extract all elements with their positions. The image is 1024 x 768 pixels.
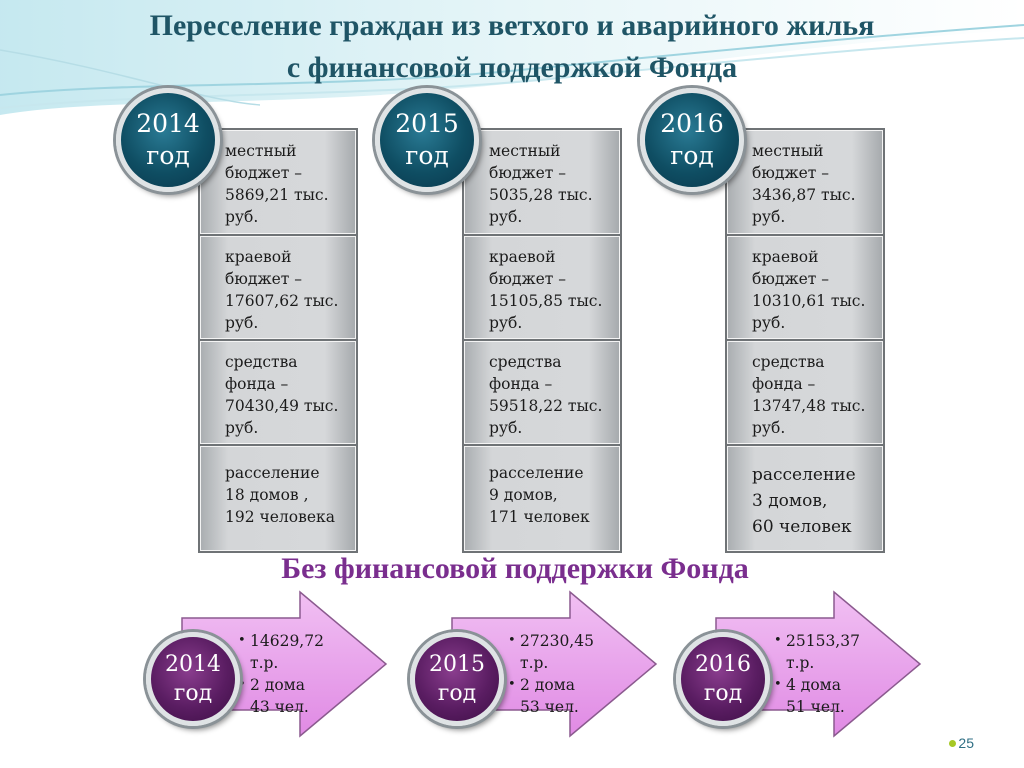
- slide-title-line2: с финансовой поддержкой Фонда: [286, 51, 738, 84]
- arrow-text-2014: 14629,72 т.р. 2 дома 43 чел.: [238, 630, 324, 718]
- regional-budget-cell: краевой бюджет – 17607,62 тыс. руб.: [198, 234, 358, 341]
- year-badge-2014: 2014 год: [116, 88, 220, 192]
- local-budget-cell: местный бюджет – 5035,28 тыс. руб.: [462, 128, 622, 236]
- regional-budget-cell: краевой бюджет – 15105,85 тыс. руб.: [462, 234, 622, 341]
- resettlement-cell: расселение 9 домов, 171 человек: [462, 444, 622, 553]
- support-column-2014: местный бюджет – 5869,21 тыс. руб. краев…: [198, 128, 358, 553]
- cost-item: 27230,45 т.р.: [508, 630, 594, 674]
- arrow-text-2015: 27230,45 т.р. 2 дома 53 чел.: [508, 630, 594, 718]
- support-column-2016: местный бюджет – 3436,87 тыс. руб. краев…: [725, 128, 885, 553]
- regional-budget-cell: краевой бюджет – 10310,61 тыс. руб.: [725, 234, 885, 341]
- fund-cell: средства фонда – 70430,49 тыс. руб.: [198, 339, 358, 446]
- houses-item: 2 дома 43 чел.: [238, 674, 324, 718]
- year-badge-2015-bottom: 2015 год: [410, 632, 504, 726]
- arrow-text-2016: 25153,37 т.р. 4 дома 51 чел.: [774, 630, 860, 718]
- cost-item: 25153,37 т.р.: [774, 630, 860, 674]
- support-column-2015: местный бюджет – 5035,28 тыс. руб. краев…: [462, 128, 622, 553]
- resettlement-cell: расселение 18 домов , 192 человека: [198, 444, 358, 553]
- bullet-dot-icon: [949, 740, 957, 747]
- year-badge-2015: 2015 год: [375, 88, 479, 192]
- fund-cell: средства фонда – 13747,48 тыс. руб.: [725, 339, 885, 446]
- local-budget-cell: местный бюджет – 3436,87 тыс. руб.: [725, 128, 885, 236]
- cost-item: 14629,72 т.р.: [238, 630, 324, 674]
- year-badge-2014-bottom: 2014 год: [146, 632, 240, 726]
- page-number-text: 25: [958, 735, 974, 751]
- local-budget-cell: местный бюджет – 5869,21 тыс. руб.: [198, 128, 358, 236]
- slide-title-line1: Переселение граждан из ветхого и аварийн…: [149, 9, 875, 42]
- year-badge-2016-bottom: 2016 год: [676, 632, 770, 726]
- without-support-title: Без финансовой поддержки Фонда: [281, 552, 749, 585]
- houses-item: 4 дома 51 чел.: [774, 674, 860, 718]
- fund-cell: средства фонда – 59518,22 тыс. руб.: [462, 339, 622, 446]
- year-badge-2016: 2016 год: [640, 88, 744, 192]
- resettlement-cell: расселение 3 домов, 60 человек: [725, 444, 885, 553]
- houses-item: 2 дома 53 чел.: [508, 674, 594, 718]
- page-number: 25: [949, 735, 974, 751]
